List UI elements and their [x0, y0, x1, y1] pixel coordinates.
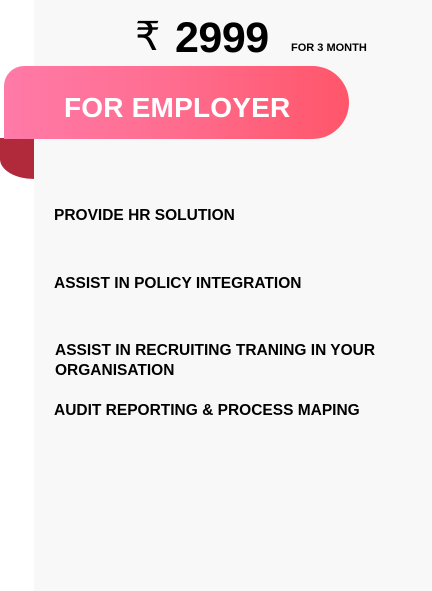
price-header: ₹ 2999 FOR 3 MONTH	[0, 0, 432, 70]
feature-item: ASSIST IN RECRUITING TRANING IN YOUR ORG…	[55, 342, 376, 379]
plan-title: FOR EMPLOYER	[64, 92, 291, 123]
plan-ribbon	[4, 66, 349, 139]
ribbon-fold	[0, 138, 34, 179]
price-period: FOR 3 MONTH	[291, 42, 367, 54]
price-amount: 2999	[175, 14, 269, 62]
feature-item: ASSIST IN POLICY INTEGRATION	[54, 275, 302, 292]
rupee-icon: ₹	[135, 14, 161, 60]
feature-item: PROVIDE HR SOLUTION	[54, 207, 235, 224]
feature-item: AUDIT REPORTING & PROCESS MAPING	[54, 402, 360, 419]
